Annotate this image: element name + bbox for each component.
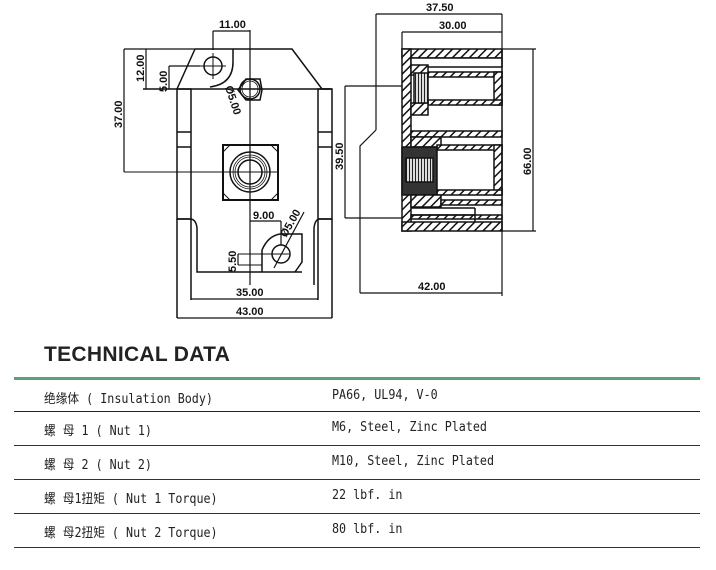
- side-view: [401, 48, 503, 232]
- row-value: 22 lbf. in: [332, 488, 403, 503]
- side-dimension-lines: [344, 13, 536, 296]
- front-dimension-lines: [123, 30, 332, 319]
- dim-11: 11.00: [219, 19, 246, 31]
- dim-5: 5.00: [158, 71, 170, 92]
- table-row: 螺 母 1 ( Nut 1) M6, Steel, Zinc Plated: [14, 412, 700, 446]
- dim-37-5: 37.50: [426, 2, 454, 14]
- row-value: 80 lbf. in: [332, 522, 403, 537]
- dim-66: 66.00: [522, 147, 534, 175]
- technical-data-table: 绝缘体 ( Insulation Body) PA66, UL94, V-0 螺…: [14, 380, 700, 548]
- dim-30: 30.00: [439, 20, 467, 32]
- dim-9: 9.00: [253, 210, 274, 222]
- dim-43: 43.00: [236, 306, 264, 318]
- hex-nut-top: [237, 78, 263, 101]
- dim-42: 42.00: [418, 281, 446, 293]
- technical-data-title: TECHNICAL DATA: [44, 343, 231, 366]
- row-label: 螺 母1扭矩 ( Nut 1 Torque): [44, 492, 218, 507]
- row-label: 螺 母 2 ( Nut 2): [44, 458, 152, 473]
- dim-5-5: 5.50: [227, 251, 239, 272]
- front-view: [124, 30, 333, 318]
- table-row: 螺 母 2 ( Nut 2) M10, Steel, Zinc Plated: [14, 446, 700, 480]
- technical-drawing: 11.00 37.00 12.00 5.00 Ø5.00 9.00 Ø5.00 …: [113, 2, 536, 319]
- table-row: 绝缘体 ( Insulation Body) PA66, UL94, V-0: [14, 380, 700, 412]
- row-label: 螺 母2扭矩 ( Nut 2 Torque): [44, 526, 218, 541]
- dim-39-5: 39.50: [334, 142, 346, 170]
- side-dimension-labels: 37.50 30.00 39.50 66.00 42.00: [334, 2, 534, 293]
- nut-1-thread: [413, 72, 429, 104]
- row-label: 螺 母 1 ( Nut 1): [44, 424, 152, 439]
- row-value: M10, Steel, Zinc Plated: [332, 454, 495, 469]
- row-value: M6, Steel, Zinc Plated: [332, 420, 487, 435]
- dim-12: 12.00: [135, 54, 147, 82]
- front-top-outline: [176, 48, 330, 90]
- table-row: 螺 母2扭矩 ( Nut 2 Torque) 80 lbf. in: [14, 514, 700, 548]
- row-value: PA66, UL94, V-0: [332, 388, 438, 403]
- dim-35: 35.00: [236, 287, 264, 299]
- table-row: 螺 母1扭矩 ( Nut 1 Torque) 22 lbf. in: [14, 480, 700, 514]
- title-accent-rule: [14, 377, 700, 380]
- dim-37: 37.00: [113, 100, 125, 128]
- row-label: 绝缘体 ( Insulation Body): [44, 392, 213, 407]
- front-dimension-labels: 11.00 37.00 12.00 5.00 Ø5.00 9.00 Ø5.00 …: [113, 19, 304, 318]
